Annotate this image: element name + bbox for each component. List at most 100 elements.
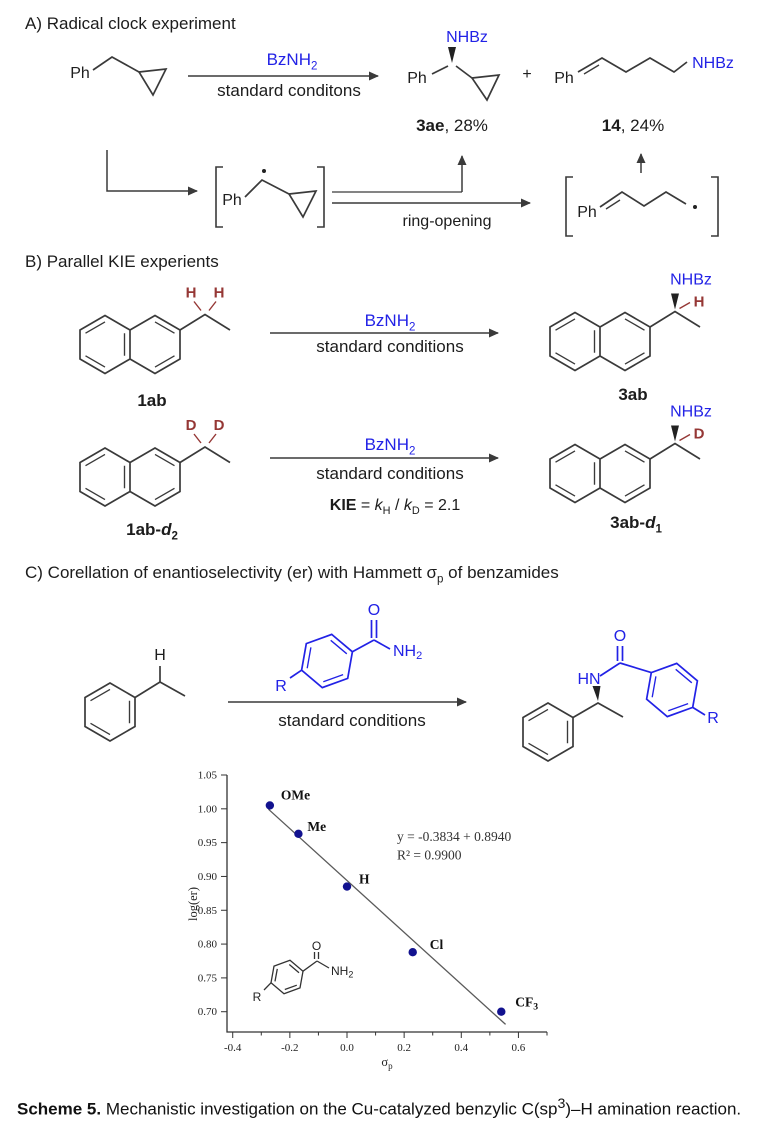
yield: , 24% xyxy=(620,116,665,135)
bracket-right xyxy=(317,166,325,228)
y-axis-label: log(er) xyxy=(186,887,200,921)
kie-value: = 2.1 xyxy=(419,497,461,514)
fit-line xyxy=(267,808,507,1025)
k-h: k xyxy=(374,497,383,514)
plus-sign: + xyxy=(522,66,531,83)
compound-3ab-label: 3ab xyxy=(618,385,648,404)
atom-label: R xyxy=(275,678,287,695)
aromatic-inner-bonds xyxy=(651,668,693,712)
atom-label: NH2 xyxy=(393,643,422,662)
hammett-plot: 0.700.750.800.850.900.951.001.05-0.4-0.2… xyxy=(186,770,548,1071)
reagent-base: BzNH xyxy=(266,50,311,69)
x-tick-label: -0.4 xyxy=(224,1042,242,1054)
atom-label: NHBz xyxy=(670,272,712,289)
bracket-right xyxy=(711,176,719,237)
kie-equation: KIE = kH / kD = 2.1 xyxy=(330,497,460,517)
alkene-chain xyxy=(577,57,688,74)
atom-label: Ph xyxy=(222,192,242,209)
substrate-1ab-d2: D D xyxy=(79,417,231,507)
aromatic-inner-bonds xyxy=(306,639,348,683)
substrate-1ab: H H xyxy=(79,285,231,375)
x-tick-label: 0.0 xyxy=(340,1042,354,1054)
label-sub: 1 xyxy=(655,523,662,536)
double-bond-inner xyxy=(583,64,600,75)
radical-intermediate-2: Ph xyxy=(565,153,719,237)
label-pre: 1ab- xyxy=(126,520,162,539)
y-tick-label: 0.80 xyxy=(198,939,218,951)
data-point xyxy=(408,947,417,957)
x-tick-label: 0.4 xyxy=(454,1042,468,1054)
x-axis-label: σp xyxy=(381,1055,393,1071)
nh-sub: 2 xyxy=(348,970,353,980)
x-tick-label: 0.6 xyxy=(512,1042,526,1054)
side-chain-bonds xyxy=(572,702,624,719)
atom-label: NHBz xyxy=(692,55,734,72)
x-tick-label: -0.2 xyxy=(281,1042,298,1054)
bracket-left xyxy=(565,176,573,237)
atom-label: NH2 xyxy=(331,964,353,980)
point-label: H xyxy=(359,872,370,887)
equals: = xyxy=(356,497,375,514)
atom-label: Ph xyxy=(407,70,427,87)
y-tick-label: 0.90 xyxy=(198,871,218,883)
atom-label: O xyxy=(368,602,380,619)
c-d-bonds xyxy=(193,433,217,444)
panel-b-title: B) Parallel KIE experients xyxy=(25,252,219,271)
conditions-b1: standard conditions xyxy=(316,337,464,356)
atom-label: D xyxy=(694,426,705,443)
aromatic-inner-bonds xyxy=(90,688,131,736)
atom-label: O xyxy=(614,628,626,645)
benzene-ring xyxy=(84,682,136,742)
y-tick-label: 0.85 xyxy=(198,905,218,917)
compound-1ab-label: 1ab xyxy=(137,391,167,410)
data-point xyxy=(265,801,275,810)
x-tick-label: 0.2 xyxy=(397,1042,411,1054)
naphthalene xyxy=(549,311,651,372)
reagent-base: BzNH xyxy=(364,435,409,454)
reagent-label-a: BzNH2 xyxy=(267,50,318,72)
bond xyxy=(92,56,140,73)
product-14: Ph NHBz xyxy=(554,55,734,87)
product-3ab-d1: NHBz D xyxy=(549,404,712,504)
benzene-ring-blue xyxy=(645,662,699,718)
sub-d: D xyxy=(411,505,420,518)
atom-label: Ph xyxy=(577,204,597,221)
kie-label: KIE xyxy=(329,497,357,514)
conditions-a: standard conditons xyxy=(217,81,361,100)
c-h-bonds xyxy=(193,301,217,311)
product-3ae: NHBz Ph xyxy=(407,29,501,102)
ring-opening-label: ring-opening xyxy=(402,213,492,230)
ethyl-bonds xyxy=(134,681,186,699)
aromatic-inner-bonds xyxy=(528,708,569,756)
atom-label: HN xyxy=(577,671,600,688)
radical-dot xyxy=(693,205,697,209)
benzene-ring xyxy=(522,702,574,762)
benzene-ring xyxy=(300,633,354,689)
side-chain-bonds xyxy=(649,442,701,460)
panel-a-title: A) Radical clock experiment xyxy=(25,14,236,33)
atom-label: D xyxy=(214,417,225,434)
radical-intermediate-1: Ph xyxy=(106,150,531,228)
amide-bonds xyxy=(599,646,652,677)
bond xyxy=(431,65,449,75)
atom-label: O xyxy=(312,939,321,953)
elbow-arrow xyxy=(106,150,198,196)
compound-number: 3ae xyxy=(416,116,445,135)
atom-label: R xyxy=(253,990,262,1004)
atom-label: H xyxy=(694,294,705,311)
product-3ae-label: 3ae, 28% xyxy=(416,116,488,136)
yield: , 28% xyxy=(444,116,488,135)
stereo-wedge xyxy=(592,686,601,701)
label-d: d xyxy=(645,513,656,532)
caption-tail: )–H amination reaction. xyxy=(565,1099,742,1119)
substrate-ethylbenzene: H xyxy=(84,647,186,742)
product-amide: HN O R xyxy=(522,628,719,762)
substrate-phenylcyclopropane: Ph xyxy=(70,56,168,97)
reagent-benzamide: O NH2 R xyxy=(275,602,422,695)
atom-label: Ph xyxy=(70,65,90,82)
aromatic-inner-bonds xyxy=(555,450,645,497)
benzamide-inset: O NH2 R xyxy=(253,939,354,1004)
side-chain-bonds xyxy=(649,310,701,328)
bond xyxy=(455,65,473,79)
alkene-chain xyxy=(599,190,687,208)
